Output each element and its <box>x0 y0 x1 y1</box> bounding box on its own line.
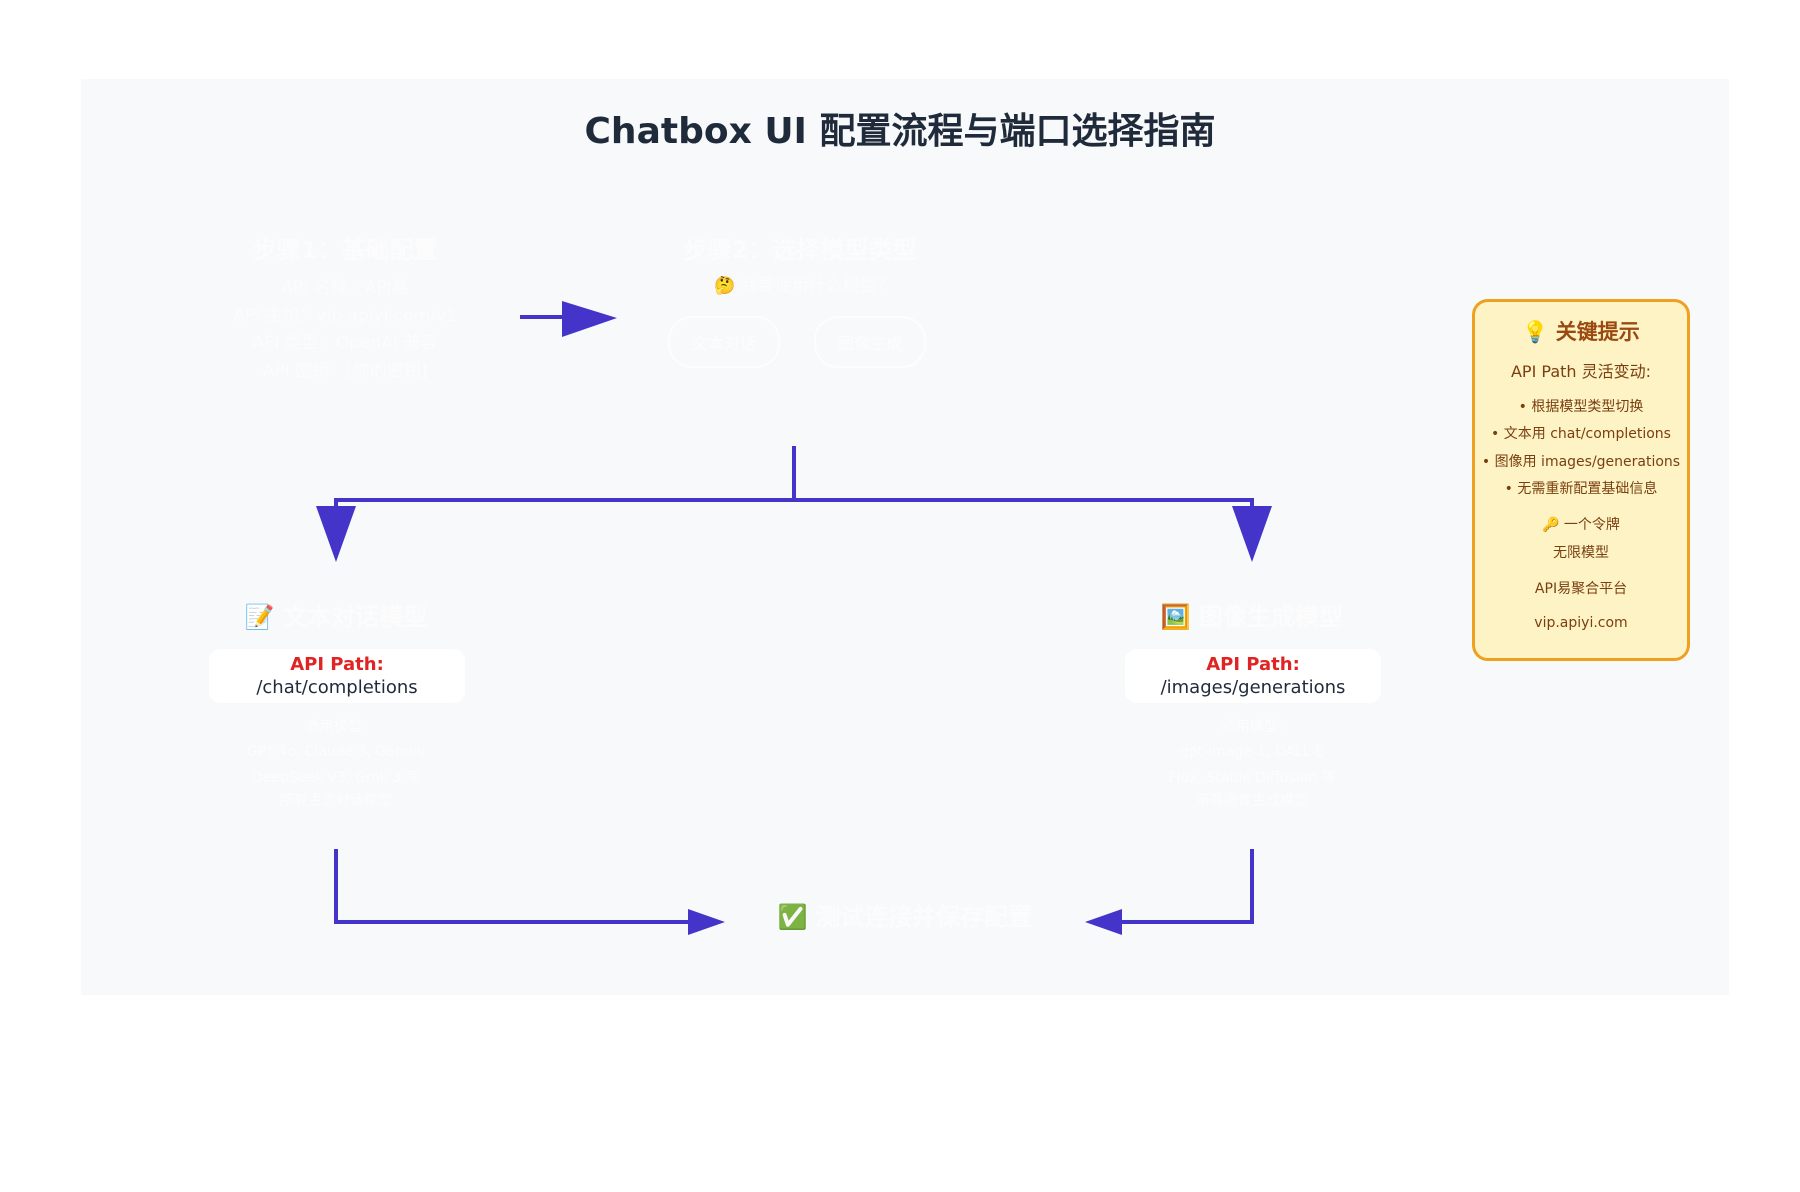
step2-title: 步骤2：选择模型类型 <box>683 236 917 264</box>
image-path-label: API Path: <box>1206 654 1300 675</box>
final-step-label: 测试连接并保存配置 <box>816 903 1033 931</box>
arrow-head-final-right <box>1085 909 1122 935</box>
image-branch-title: 🖼️ 图像生成模型 <box>1112 597 1392 632</box>
text-models-line1: GPT-4o, Claude 3, Gemini <box>246 744 426 760</box>
branch-bar <box>334 498 1254 540</box>
image-path-box: API Path: /images/generations <box>1125 649 1381 703</box>
light-bulb-icon: 💡 <box>1522 320 1549 344</box>
text-branch-title: 📝 文本对话模型 <box>196 597 476 632</box>
image-models-line1: gpt-image-1, DALL-E <box>1179 744 1325 760</box>
step1-title: 步骤1：基础配置 <box>252 236 438 264</box>
framed-picture-icon: 🖼️ <box>1160 603 1191 631</box>
image-models-line3: 所有图像生成模型 <box>1196 793 1308 809</box>
image-models-line2: Flux, Stable Diffusion 等 <box>1168 770 1336 786</box>
check-mark-icon: ✅ <box>777 903 808 931</box>
tip-bullet: • 根据模型类型切换 <box>1518 399 1644 415</box>
image-models-title: 适用模型: <box>1221 719 1283 735</box>
option-text-chat: 文本对话 <box>668 316 780 368</box>
tip-title-text: 关键提示 <box>1555 320 1640 344</box>
step1-line-api-key: API 密钥：[你的密钥] <box>262 361 428 381</box>
text-path-box: API Path: /chat/completions <box>209 649 465 703</box>
arrow-head-step2 <box>562 301 617 337</box>
option-image-generation: 图像生成 <box>814 316 926 368</box>
tip-bullet: • 文本用 chat/completions <box>1491 426 1671 442</box>
image-path-value: /images/generations <box>1160 677 1346 698</box>
connector-image-to-final <box>1120 849 1254 924</box>
page-title: Chatbox UI 配置流程与端口选择指南 <box>584 111 1216 152</box>
arrow-head-text-branch <box>316 506 356 562</box>
step2-question: 🤔 我要使用什么模型? <box>640 271 960 296</box>
memo-icon: 📝 <box>244 603 275 631</box>
tip-token-line: 🔑 一个令牌 <box>1542 517 1620 533</box>
tip-bullet: • 图像用 images/generations <box>1481 454 1681 470</box>
step1-line-api-host: API 主机：vip.apiyi.com/v1 <box>233 306 457 326</box>
image-branch-title-label: 图像生成模型 <box>1199 603 1344 631</box>
key-tip-box: 💡 关键提示 API Path 灵活变动: • 根据模型类型切换 • 文本用 c… <box>1472 299 1690 661</box>
final-step: ✅ 测试连接并保存配置 <box>740 897 1070 932</box>
text-path-label: API Path: <box>290 654 384 675</box>
thinking-face-icon: 🤔 <box>714 276 736 296</box>
step1-line-api-type: API 类型：OpenAI 兼容 <box>252 333 438 353</box>
connector-text-to-final <box>334 849 690 924</box>
tip-platform: API易聚合平台 <box>1534 581 1628 597</box>
tip-bullet: • 无需重新配置基础信息 <box>1504 481 1658 497</box>
arrow-head-final-left <box>688 909 725 935</box>
arrow-head-image-branch <box>1232 506 1272 562</box>
text-models-line2: DeepSeek V3, Grok 3 等 <box>252 770 420 786</box>
text-branch-title-label: 文本对话模型 <box>283 603 428 631</box>
tip-unlimited: 无限模型 <box>1553 545 1609 561</box>
step2-question-text: 我要使用什么模型? <box>740 276 886 296</box>
step1-line-api-name: API 名称：API易 <box>281 278 409 298</box>
text-models-line3: 所有主流对话模型 <box>280 793 392 809</box>
text-path-value: /chat/completions <box>256 677 418 698</box>
tip-subtitle: API Path 灵活变动: <box>1510 362 1652 381</box>
tip-site: vip.apiyi.com <box>1534 615 1628 631</box>
tip-title: 💡 关键提示 <box>1475 316 1687 346</box>
diagram-canvas <box>81 79 1729 995</box>
text-models-title: 适用模型: <box>305 719 367 735</box>
